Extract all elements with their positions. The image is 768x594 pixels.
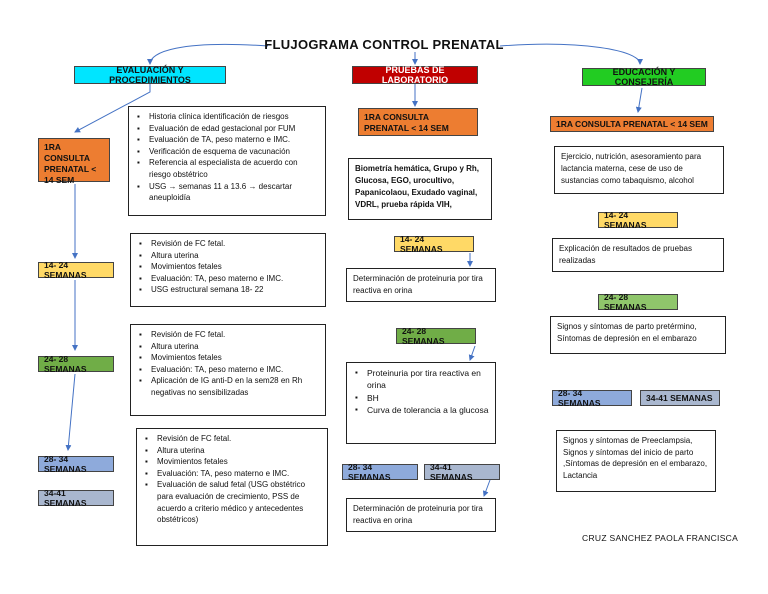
box-col3-first-consult: Ejercicio, nutrición, asesoramiento para… [554, 146, 724, 194]
list-item: Altura uterina [145, 445, 321, 457]
box-col2-first-consult: Biometría hemática, Grupo y Rh, Glucosa,… [348, 158, 492, 220]
tag-col2-28-34: 28- 34 SEMANAS [342, 462, 418, 482]
tag-col1-28-34: 28- 34 SEMANAS [38, 454, 114, 474]
list-item: Evaluación de edad gestacional por FUM [137, 123, 319, 135]
list-item: Referencia al especialista de acuerdo co… [137, 157, 319, 180]
list-item: Movimientos fetales [139, 261, 319, 273]
list-item: USG estructural semana 18- 22 [139, 284, 319, 296]
list-item: Altura uterina [139, 250, 319, 262]
author-name: CRUZ SANCHEZ PAOLA FRANCISCA [582, 533, 739, 543]
header-laboratorio: PRUEBAS DE LABORATORIO [352, 65, 478, 85]
tag-col2-34-41: 34-41 SEMANAS [424, 462, 500, 482]
box-col1-24-28: Revisión de FC fetal. Altura uterina Mov… [130, 324, 326, 416]
list-item: Curva de tolerancia a la glucosa [355, 404, 489, 416]
box-col1-28-41: Revisión de FC fetal. Altura uterina Mov… [136, 428, 328, 546]
list-item: Evaluación: TA, peso materno e IMC. [139, 273, 319, 285]
box-col2-24-28: Proteinuria por tira reactiva en orina B… [346, 362, 496, 444]
header-evaluacion: EVALUACIÓN Y PROCEDIMIENTOS [74, 65, 226, 85]
list-item: Altura uterina [139, 341, 319, 353]
list-item: Revisión de FC fetal. [139, 238, 319, 250]
box-col3-14-24: Explicación de resultados de pruebas rea… [552, 238, 724, 272]
list-item: Historia clínica identificación de riesg… [137, 111, 319, 123]
box-col3-28-41: Signos y síntomas de Preeclampsia, Signo… [556, 430, 716, 492]
tag-col1-14-24: 14- 24 SEMANAS [38, 260, 114, 280]
list-item: Revisión de FC fetal. [145, 433, 321, 445]
tag-col1-first-consult: 1RA CONSULTA PRENATAL < 14 SEM [38, 138, 110, 185]
list-item: Evaluación de salud fetal (USG obstétric… [145, 479, 321, 525]
tag-col2-first-consult: 1RA CONSULTA PRENATAL < 14 SEM [358, 108, 478, 136]
list-item: Verificación de esquema de vacunación [137, 146, 319, 158]
list-item: Aplicación de IG anti-D en la sem28 en R… [139, 375, 319, 398]
page-title: FLUJOGRAMA CONTROL PRENATAL [264, 37, 504, 52]
list-item: Proteinuria por tira reactiva en orina [355, 367, 489, 392]
tag-col3-28-34: 28- 34 SEMANAS [552, 388, 632, 408]
tag-col2-24-28: 24- 28 SEMANAS [396, 326, 476, 346]
header-educacion: EDUCACIÓN Y CONSEJERÍA [582, 67, 706, 87]
tag-col3-14-24: 14- 24 SEMANAS [598, 210, 678, 230]
tag-col3-first-consult: 1RA CONSULTA PRENATAL < 14 SEM [550, 116, 714, 132]
tag-col1-34-41: 34-41 SEMANAS [38, 488, 114, 508]
box-col1-14-24: Revisión de FC fetal. Altura uterina Mov… [130, 233, 326, 307]
list-item: USG → semanas 11 a 13.6 → descartar aneu… [137, 181, 319, 204]
list-item: Evaluación: TA, peso materno e IMC. [145, 468, 321, 480]
box-col1-first-consult: Historia clínica identificación de riesg… [128, 106, 326, 216]
tag-col2-14-24: 14- 24 SEMANAS [394, 234, 474, 254]
tag-col3-24-28: 24- 28 SEMANAS [598, 292, 678, 312]
tag-col1-24-28: 24- 28 SEMANAS [38, 354, 114, 374]
list-item: BH [355, 392, 489, 404]
tag-col3-34-41: 34-41 SEMANAS [640, 390, 720, 406]
list-item: Evaluación de TA, peso materno e IMC. [137, 134, 319, 146]
list-item: Evaluación: TA, peso materno e IMC. [139, 364, 319, 376]
box-col2-28-41: Determinación de proteinuria por tira re… [346, 498, 496, 532]
list-item: Movimientos fetales [145, 456, 321, 468]
list-item: Revisión de FC fetal. [139, 329, 319, 341]
box-col3-24-28: Signos y síntomas de parto pretérmino, S… [550, 316, 726, 354]
list-item: Movimientos fetales [139, 352, 319, 364]
box-col2-14-24: Determinación de proteinuria por tira re… [346, 268, 496, 302]
